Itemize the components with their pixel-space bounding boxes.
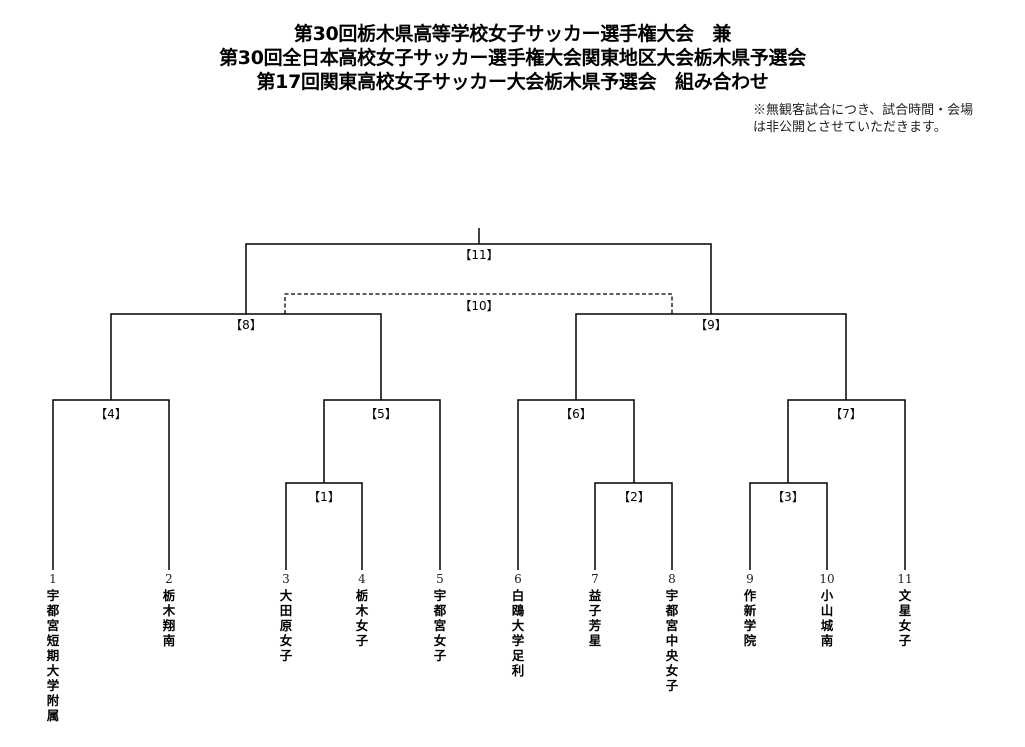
- team-number: 9: [746, 572, 754, 586]
- team-9: 9 作新学院: [740, 572, 760, 648]
- match-label-4: 【4】: [93, 407, 129, 421]
- team-name: 小山城南: [820, 588, 834, 648]
- team-10: 10 小山城南: [817, 572, 837, 648]
- team-name: 文星女子: [898, 588, 912, 648]
- notice: ※無観客試合につき、試合時間・会場 は非公開とさせていただきます。: [753, 102, 973, 136]
- match-label-1: 【1】: [306, 490, 342, 504]
- team-1: 1 宇都宮短期大学附属: [43, 572, 63, 723]
- line-match-10: [284, 293, 673, 314]
- match-label-11: 【11】: [457, 248, 501, 262]
- team-number: 11: [897, 572, 913, 586]
- team-number: 7: [591, 572, 599, 586]
- team-2: 2 栃木翔南: [159, 572, 179, 648]
- team-number: 5: [436, 572, 444, 586]
- line-match-3: [749, 482, 828, 570]
- line-match-4: [52, 399, 170, 570]
- team-name: 宇都宮女子: [433, 588, 447, 663]
- team-number: 2: [165, 572, 173, 586]
- team-name: 宇都宮短期大学附属: [46, 588, 60, 723]
- team-6: 6 白鴎大学足利: [508, 572, 528, 678]
- match-label-8: 【8】: [228, 318, 264, 332]
- team-number: 10: [819, 572, 835, 586]
- match-label-3: 【3】: [770, 490, 806, 504]
- team-name: 大田原女子: [279, 588, 293, 663]
- line-match-11: [245, 243, 712, 314]
- team-number: 3: [282, 572, 290, 586]
- team-name: 作新学院: [743, 588, 757, 648]
- title-line-3: 第17回関東高校女子サッカー大会栃木県予選会 組み合わせ: [256, 71, 769, 93]
- match-label-7: 【7】: [828, 407, 864, 421]
- team-8: 8 宇都宮中央女子: [662, 572, 682, 693]
- team-name: 益子芳星: [588, 588, 602, 648]
- team-name: 栃木女子: [355, 588, 369, 648]
- team-name: 白鴎大学足利: [511, 588, 525, 678]
- team-5: 5 宇都宮女子: [430, 572, 450, 663]
- line-match-8: [110, 313, 382, 400]
- team-name: 宇都宮中央女子: [665, 588, 679, 693]
- line-match-1: [285, 482, 363, 570]
- team-number: 8: [668, 572, 676, 586]
- match-label-5: 【5】: [363, 407, 399, 421]
- line-match-6: [517, 399, 635, 570]
- match-label-10: 【10】: [457, 299, 501, 313]
- team-number: 4: [358, 572, 366, 586]
- title-line-2: 第30回全日本高校女子サッカー選手権大会関東地区大会栃木県予選会: [219, 47, 806, 69]
- team-11: 11 文星女子: [895, 572, 915, 648]
- team-4: 4 栃木女子: [352, 572, 372, 648]
- team-name: 栃木翔南: [162, 588, 176, 648]
- title-line-1: 第30回栃木県高等学校女子サッカー選手権大会 兼: [293, 23, 732, 45]
- match-label-9: 【9】: [693, 318, 729, 332]
- team-3: 3 大田原女子: [276, 572, 296, 663]
- match-label-6: 【6】: [558, 407, 594, 421]
- notice-line-1: ※無観客試合につき、試合時間・会場: [753, 103, 974, 118]
- line-match-7: [787, 399, 906, 570]
- team-number: 6: [514, 572, 522, 586]
- match-label-2: 【2】: [616, 490, 652, 504]
- notice-line-2: は非公開とさせていただきます。: [753, 120, 947, 135]
- line-match-2: [594, 482, 673, 570]
- team-7: 7 益子芳星: [585, 572, 605, 648]
- team-number: 1: [49, 572, 57, 586]
- line-match-5: [323, 399, 441, 570]
- title-block: 第30回栃木県高等学校女子サッカー選手権大会 兼 第30回全日本高校女子サッカー…: [0, 22, 1025, 94]
- line-match-9: [575, 313, 847, 400]
